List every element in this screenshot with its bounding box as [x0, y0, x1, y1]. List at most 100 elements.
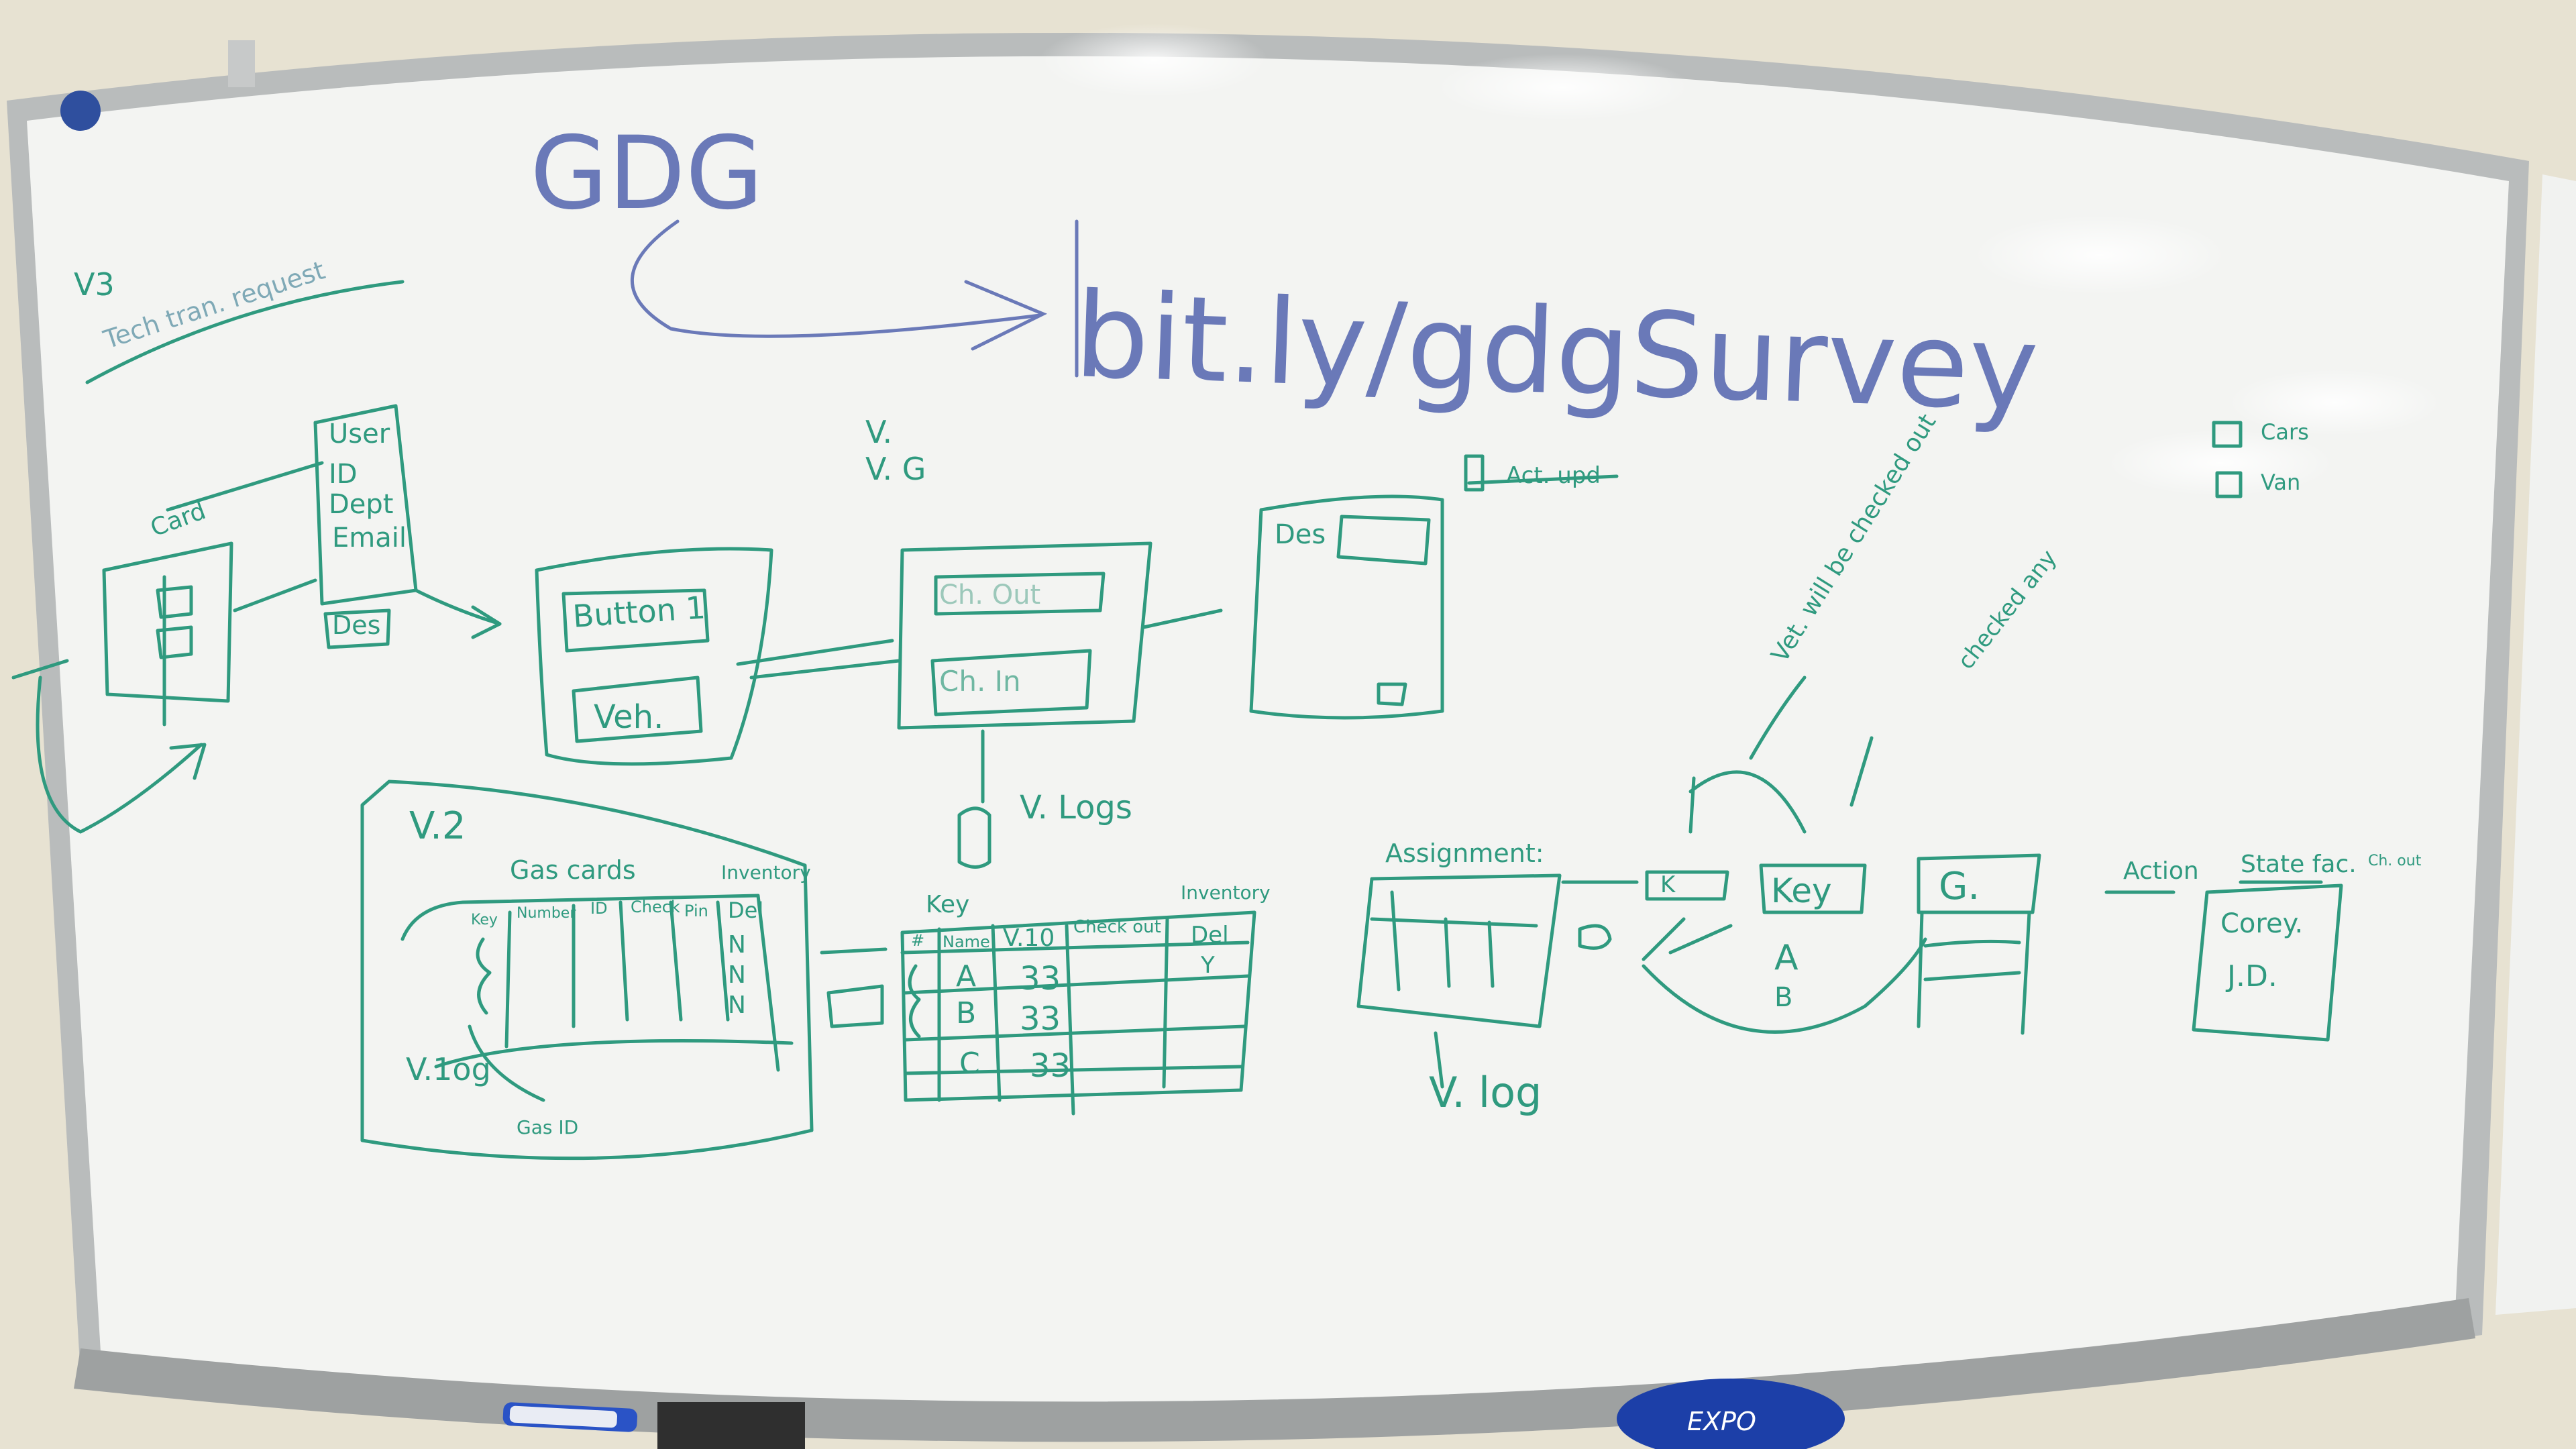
upper-arc	[1688, 770, 1807, 834]
swoop-arrow	[36, 676, 203, 834]
v2-label: V.2	[409, 804, 466, 848]
check-in-box	[930, 649, 1092, 716]
card-slot	[156, 585, 193, 619]
v2-col-line	[619, 900, 629, 1022]
v3-label: V3	[74, 266, 115, 303]
eraser-brand: EXPO	[1687, 1407, 1756, 1436]
check-box	[897, 541, 1152, 730]
state-box	[2192, 883, 2343, 1042]
dept-field: Dept	[329, 489, 393, 520]
g-row	[1923, 971, 2021, 981]
email-field: Email	[332, 523, 407, 553]
v2-col: Pin	[684, 902, 708, 920]
light-glare	[1436, 54, 1690, 121]
circle-node	[1578, 924, 1612, 950]
clip	[228, 40, 255, 87]
gdg-title: GDG	[530, 115, 763, 232]
key-table	[900, 910, 1256, 1102]
key-row-value: 33	[1020, 1000, 1061, 1038]
screen-box	[535, 547, 773, 766]
v-logs-label: V. Logs	[1020, 789, 1132, 826]
card-arrow	[166, 461, 324, 512]
key-box	[1759, 863, 1867, 914]
key-col-line	[991, 924, 1002, 1102]
assign-arrow-3	[1668, 924, 1733, 955]
key-col: Name	[943, 932, 990, 951]
card-arrow-left	[11, 659, 69, 680]
key-row-value: 33	[1030, 1047, 1071, 1085]
v2-table	[400, 894, 780, 1072]
check-out-label: Ch. Out	[939, 580, 1040, 610]
gas-id-label: Gas ID	[517, 1116, 578, 1138]
key-row-line	[904, 1024, 1246, 1042]
veh-box	[572, 676, 703, 743]
key-arrow	[820, 947, 888, 955]
light-glare	[2227, 369, 2442, 436]
assignment-box	[1356, 873, 1562, 1028]
legend-car-symbol	[2212, 421, 2243, 448]
act-upd-icon	[1464, 454, 1485, 492]
button-box	[561, 588, 710, 653]
double-arrow	[736, 639, 894, 666]
key-col-line	[1065, 924, 1075, 1116]
b-label: B	[1774, 982, 1792, 1013]
v2-del-value: N	[728, 931, 746, 959]
v2-del-value: N	[728, 961, 746, 989]
des-screen	[1249, 494, 1444, 720]
second-board	[2496, 174, 2576, 1315]
v2-col: Number	[517, 905, 576, 922]
inventory-label-1: Inventory	[721, 861, 811, 883]
des-input	[1336, 515, 1431, 566]
k-box-label: K	[1660, 871, 1676, 898]
short-up	[1688, 776, 1696, 834]
board-surface	[27, 56, 2509, 1405]
arrow-to-button-2	[414, 588, 502, 626]
key-row-letter: B	[956, 996, 976, 1030]
key-row-line	[900, 941, 1250, 955]
arrow-to-button	[233, 578, 317, 612]
assignment-grid	[1390, 890, 1401, 991]
side-note: Ch. out	[2368, 853, 2422, 869]
key-col-line	[1162, 917, 1169, 1089]
key-title: Key	[926, 891, 969, 918]
v2-col: ID	[590, 899, 608, 918]
blue-marker	[502, 1402, 638, 1432]
key-scribble	[908, 964, 921, 1038]
v2-col-line	[504, 910, 512, 1049]
action-label: Action	[2123, 857, 2199, 885]
v2-container	[360, 780, 814, 1161]
v2-col-line	[669, 900, 683, 1022]
light-glare	[1040, 23, 1268, 97]
veh-label: Veh.	[594, 698, 663, 736]
lower-arc	[1642, 937, 1927, 1034]
id-field: ID	[329, 459, 358, 490]
state-label: State fac.	[2241, 851, 2357, 878]
arrow-head	[964, 280, 1048, 351]
v-log-right: V. log	[1429, 1068, 1542, 1117]
light-glare	[1972, 215, 2227, 295]
double-arrow-2	[749, 659, 901, 680]
light-glare	[2106, 429, 2334, 496]
key-row-line	[904, 974, 1250, 995]
v2-bottom	[434, 1039, 794, 1069]
inventory-label-2: Inventory	[1181, 881, 1271, 904]
act-upd-label: Act. upd	[1506, 462, 1601, 489]
gas-cards-title: Gas cards	[510, 855, 636, 885]
swoop-head	[169, 743, 207, 780]
assign-arrow-2	[1642, 917, 1686, 961]
arrow-to-des	[1142, 608, 1223, 629]
assignment-grid	[1370, 917, 1538, 928]
magnet	[60, 91, 101, 131]
a-label: A	[1774, 938, 1799, 978]
key-row-letter: A	[956, 959, 976, 994]
legend-van: Van	[2261, 470, 2300, 495]
legend-car: Cars	[2261, 419, 2309, 445]
des-label: Des	[332, 610, 380, 640]
assignment-label: Assignment:	[1385, 839, 1544, 868]
v-log-arrow	[1434, 1031, 1444, 1089]
curved-arrow	[631, 219, 1042, 338]
check-line	[1849, 736, 1874, 807]
expo-eraser: EXPO	[1617, 1379, 1845, 1449]
key-row-letter: C	[959, 1046, 980, 1081]
v2-scribble	[476, 937, 492, 1015]
